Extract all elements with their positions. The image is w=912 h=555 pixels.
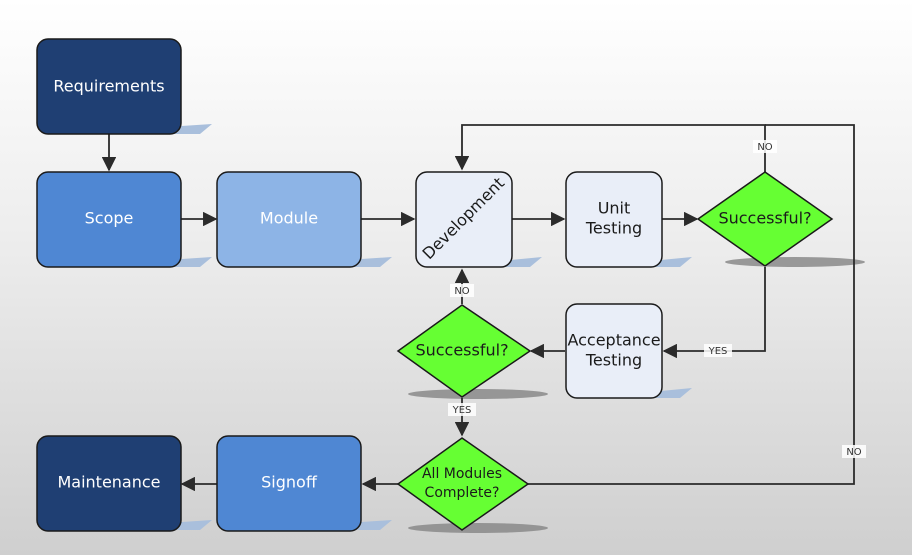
- successful-2-diamond: [396, 304, 532, 398]
- edge-label-layer: NO YES NO YES NO: [448, 140, 866, 458]
- acceptance-fail-label: NO: [454, 286, 469, 297]
- node-unit-testing: Unit Testing: [565, 171, 663, 268]
- node-scope: Scope: [36, 171, 182, 268]
- successful-1-shadow: [725, 257, 865, 267]
- unit-pass-label-bg: [704, 344, 732, 357]
- connector-layer: [101, 124, 855, 492]
- modules-incomplete-label-bg: [842, 445, 866, 458]
- all-modules-complete-label-line2: Complete?: [425, 485, 500, 501]
- maintenance-box: [36, 435, 182, 532]
- unit-testing-box: [565, 171, 663, 268]
- acceptance-pass-label-bg: [448, 403, 476, 416]
- unit-fail-loop-arrow: [454, 124, 766, 172]
- node-signoff: Signoff: [216, 435, 362, 532]
- maintenance-label: Maintenance: [57, 473, 160, 492]
- all-modules-complete-shadow: [408, 523, 548, 533]
- unit-fail-label-bg: [753, 140, 777, 153]
- requirements-box: [36, 38, 182, 135]
- all-modules-complete-diamond: [396, 437, 530, 531]
- acceptance-testing-box: [565, 303, 663, 399]
- all-modules-complete-label-line1: All Modules: [422, 466, 502, 482]
- signoff-box: [216, 435, 362, 532]
- acceptance-pass-label: YES: [452, 405, 472, 416]
- modules-incomplete-label: NO: [846, 447, 861, 458]
- unit-pass-arrow: [662, 267, 766, 359]
- unit-testing-label-line1: Unit: [598, 199, 631, 218]
- node-development: Development: [415, 171, 513, 268]
- acceptance-fail-label-bg: [450, 284, 474, 297]
- node-successful-1: Successful?: [696, 171, 834, 267]
- node-requirements: Requirements: [36, 38, 182, 135]
- unit-fail-label: NO: [757, 142, 772, 153]
- node-maintenance: Maintenance: [36, 435, 182, 532]
- scope-label: Scope: [85, 209, 134, 228]
- successful-2-label: Successful?: [415, 341, 508, 360]
- module-box: [216, 171, 362, 268]
- node-all-modules-complete: All Modules Complete?: [396, 437, 530, 531]
- acceptance-testing-label-line1: Acceptance: [567, 331, 660, 350]
- successful-1-label: Successful?: [718, 209, 811, 228]
- node-acceptance-testing: Acceptance Testing: [565, 303, 663, 399]
- unit-pass-label: YES: [708, 346, 728, 357]
- successful-1-diamond: [696, 171, 834, 267]
- development-box: [415, 171, 513, 268]
- scope-box: [36, 171, 182, 268]
- requirements-label: Requirements: [53, 77, 164, 96]
- modules-incomplete-loop-line: [527, 124, 855, 485]
- node-module: Module: [216, 171, 362, 268]
- acceptance-testing-label-line2: Testing: [585, 351, 642, 370]
- signoff-label: Signoff: [261, 473, 318, 492]
- successful-2-shadow: [408, 389, 548, 399]
- node-successful-2: Successful?: [396, 304, 532, 398]
- unit-testing-label-line2: Testing: [585, 219, 642, 238]
- module-label: Module: [260, 209, 318, 228]
